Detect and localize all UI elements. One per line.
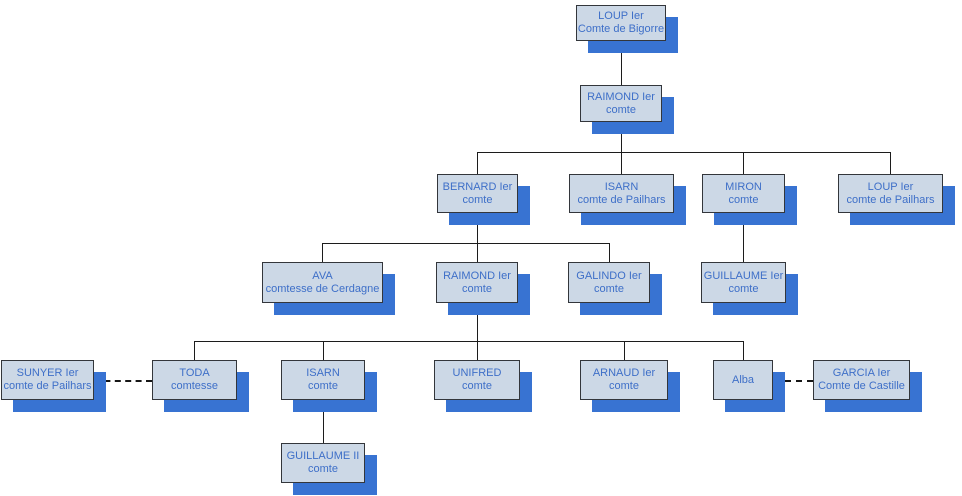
person-title: comte: [728, 193, 759, 206]
person-title: Comte de Bigorre: [577, 23, 665, 35]
person-title: comtesse: [170, 380, 219, 392]
person-title: comte: [728, 282, 759, 295]
person-name: RAIMOND Ier: [443, 269, 511, 282]
person-name: LOUP Ier: [867, 180, 914, 193]
person-name: LOUP Ier: [598, 10, 644, 22]
person-name: SUNYER Ier: [16, 367, 79, 379]
marriage-line-sunyer-toda: [94, 380, 152, 382]
node-arnaud-ier: ARNAUD Ier comte: [580, 360, 668, 400]
person-title: comte: [609, 380, 639, 392]
node-sunyer-ier: SUNYER Ier comte de Pailhars: [1, 360, 94, 400]
connector-gen3-bus: [477, 152, 891, 153]
connector-gen5-bus: [194, 341, 744, 342]
connector-stub-toda: [194, 341, 195, 360]
node-loup-ier-bigorre: LOUP Ier Comte de Bigorre: [576, 5, 666, 41]
person-title: comtesse de Cerdagne: [265, 282, 380, 295]
node-isarn-pailhars: ISARN comte de Pailhars: [569, 174, 674, 213]
node-ava: AVA comtesse de Cerdagne: [262, 262, 383, 303]
person-name: Alba: [731, 373, 755, 386]
person-name: TODA: [179, 367, 210, 379]
person-name: MIRON: [725, 180, 762, 193]
person-name: GUILLAUME II: [286, 450, 360, 462]
person-name: UNIFRED: [452, 367, 502, 379]
person-title: comte: [308, 380, 338, 392]
person-title: comte de Pailhars: [3, 380, 92, 392]
person-name: RAIMOND Ier: [587, 90, 655, 103]
connector-stub-alba: [743, 341, 744, 360]
connector-raimond1-down: [621, 122, 622, 174]
node-loup-ier-pailhars: LOUP Ier comte de Pailhars: [838, 174, 943, 213]
person-title: comte de Pailhars: [577, 193, 666, 206]
node-guillaume-ii: GUILLAUME II comte: [281, 443, 365, 483]
person-name: GUILLAUME Ier: [703, 269, 784, 282]
connector-miron-to-guillaume1: [743, 213, 744, 262]
person-name: ARNAUD Ier: [592, 367, 656, 379]
node-toda: TODA comtesse: [152, 360, 237, 400]
connector-raimond2-down: [477, 303, 478, 360]
node-galindo-ier: GALINDO Ier comte: [568, 262, 650, 303]
node-guillaume-ier: GUILLAUME Ier comte: [701, 262, 786, 303]
connector-stub-arnaud: [624, 341, 625, 360]
node-isarn-2: ISARN comte: [281, 360, 365, 400]
person-name: GARCIA Ier: [832, 367, 891, 379]
person-name: ISARN: [604, 180, 639, 193]
node-bernard-ier: BERNARD Ier comte: [437, 174, 518, 213]
connector-isarn2-to-guillaume2: [323, 400, 324, 443]
person-title: comte de Pailhars: [846, 193, 935, 206]
connector-gen4-bus: [322, 243, 610, 244]
node-miron: MIRON comte: [702, 174, 785, 213]
person-name: BERNARD Ier: [442, 180, 513, 193]
node-garcia-ier: GARCIA Ier Comte de Castille: [813, 360, 910, 400]
connector-stub-galindo: [609, 243, 610, 262]
connector-loup-to-raimond: [621, 41, 622, 85]
connector-stub-miron: [743, 152, 744, 174]
connector-stub-bernard: [477, 152, 478, 174]
node-raimond-ier-2: RAIMOND Ier comte: [436, 262, 518, 303]
connector-stub-loup-pailhars: [890, 152, 891, 174]
connector-stub-ava: [322, 243, 323, 262]
person-title: comte: [462, 193, 493, 206]
person-title: comte: [606, 103, 636, 116]
person-title: comte: [462, 282, 492, 295]
person-name: AVA: [312, 269, 333, 282]
person-name: GALINDO Ier: [576, 269, 642, 282]
person-title: comte: [594, 282, 624, 295]
node-raimond-ier: RAIMOND Ier comte: [580, 85, 662, 122]
person-name: ISARN: [306, 367, 340, 379]
node-alba: Alba: [713, 360, 773, 400]
marriage-line-alba-garcia: [774, 380, 813, 382]
person-title: comte: [308, 463, 338, 475]
person-title: comte: [462, 380, 492, 392]
connector-bernard-down: [477, 213, 478, 262]
connector-stub-isarn2: [323, 341, 324, 360]
node-unifred: UNIFRED comte: [434, 360, 520, 400]
person-title: Comte de Castille: [818, 380, 905, 392]
